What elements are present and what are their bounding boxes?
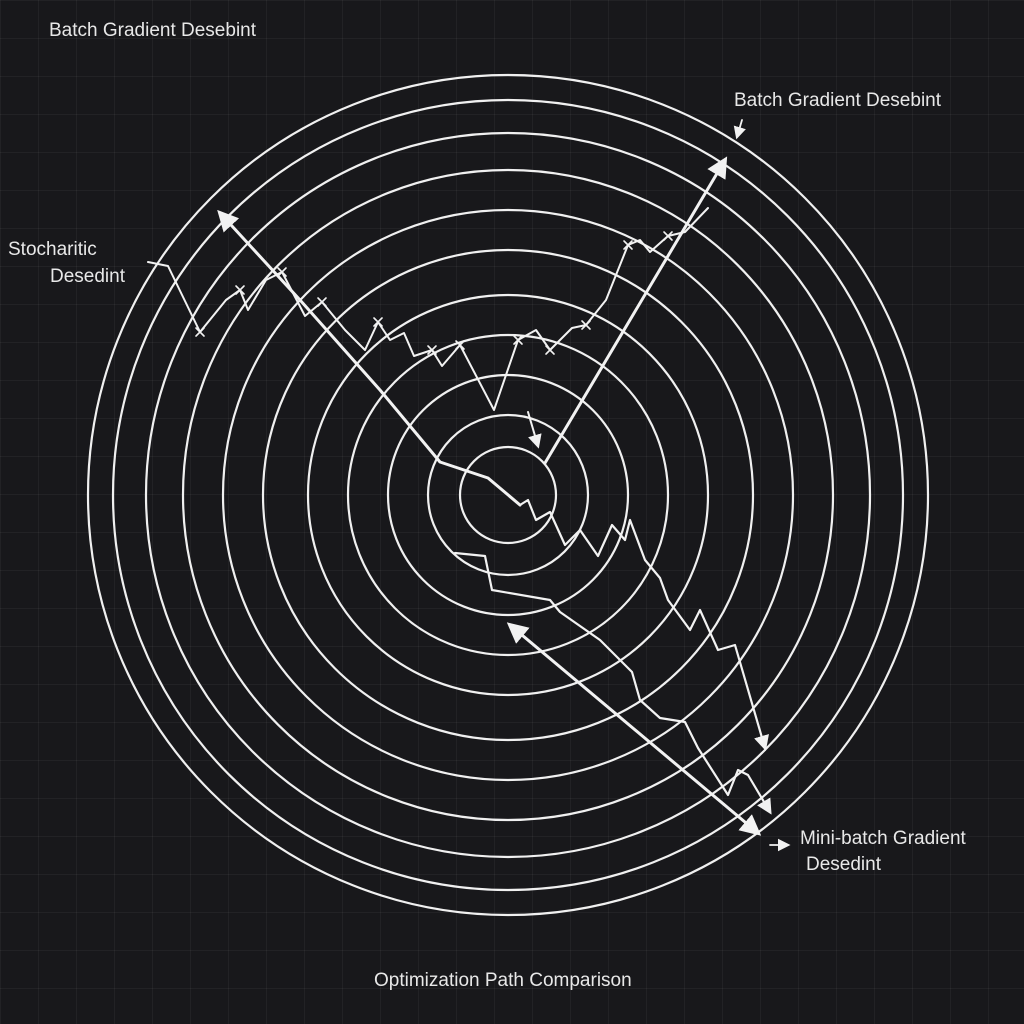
batch-label-top-left: Batch Gradient Desebint xyxy=(49,20,257,41)
step-tick xyxy=(581,320,591,330)
contour-ring xyxy=(458,445,558,545)
step-tick xyxy=(317,297,327,307)
top-right-leader-arrow xyxy=(733,119,746,140)
step-tick xyxy=(545,345,555,355)
contour-ring xyxy=(86,73,930,917)
step-tick xyxy=(455,340,465,350)
minibatch-label-line2: Desedint xyxy=(806,854,881,875)
stochastic-label-line2: Desedint xyxy=(50,266,125,287)
batch-path-exit xyxy=(543,156,728,465)
minibatch-label: Mini-batch Gradient xyxy=(800,828,966,849)
minibatch-long-arrow xyxy=(506,622,762,836)
diagram-caption: Optimization Path Comparison xyxy=(374,970,632,991)
step-tick xyxy=(663,231,673,241)
stochastic-path xyxy=(147,207,709,411)
step-tick xyxy=(513,335,523,345)
stochastic-label: Stocharitic xyxy=(8,239,97,260)
stochastic-marker xyxy=(527,411,542,449)
batch-path xyxy=(217,209,522,507)
contour-ring xyxy=(144,131,872,859)
step-tick xyxy=(623,240,633,250)
step-tick xyxy=(373,317,383,327)
batch-label-top-right: Batch Gradient Desebint xyxy=(734,90,942,111)
stochastic-step-ticks xyxy=(195,231,673,355)
step-tick xyxy=(427,345,437,355)
contour-ring xyxy=(426,413,590,577)
contour-ring xyxy=(111,98,905,892)
contour-ring xyxy=(386,373,630,617)
step-tick xyxy=(235,285,245,295)
step-tick xyxy=(277,267,287,277)
step-tick xyxy=(195,327,205,337)
minibatch-path xyxy=(518,498,769,751)
